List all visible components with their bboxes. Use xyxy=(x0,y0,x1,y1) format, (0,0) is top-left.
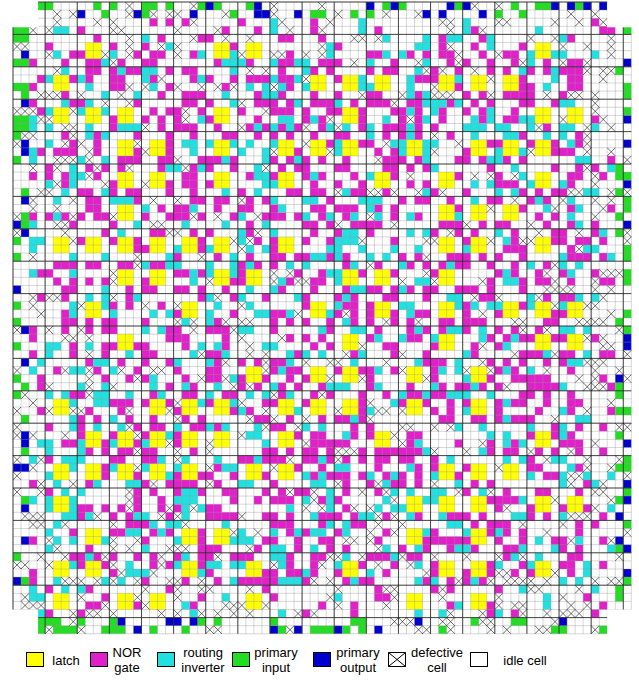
legend-label: defective cell xyxy=(408,645,466,675)
legend-label: latch xyxy=(46,653,86,668)
legend-swatch xyxy=(26,652,44,667)
defect-cross xyxy=(13,2,631,634)
legend-label: primary input xyxy=(252,645,300,675)
legend-swatch xyxy=(388,652,406,667)
corner-mask xyxy=(12,1,38,27)
cell-fill xyxy=(13,2,631,634)
corner-mask xyxy=(12,610,38,636)
legend-swatch xyxy=(157,652,175,667)
cell-fill xyxy=(13,2,631,634)
legend-swatch xyxy=(470,652,488,667)
corner-mask xyxy=(607,610,633,636)
legend-swatch xyxy=(90,652,108,667)
legend-label: primary output xyxy=(333,645,383,675)
corner-mask xyxy=(607,1,633,27)
legend-label: NOR gate xyxy=(110,645,144,675)
legend-label: routing inverter xyxy=(177,645,229,675)
grid-line xyxy=(13,2,631,634)
cell-array xyxy=(0,0,639,645)
legend-label: idle cell xyxy=(490,653,560,668)
legend-swatch xyxy=(232,652,250,667)
block-line xyxy=(13,2,631,634)
legend-swatch xyxy=(313,652,331,667)
